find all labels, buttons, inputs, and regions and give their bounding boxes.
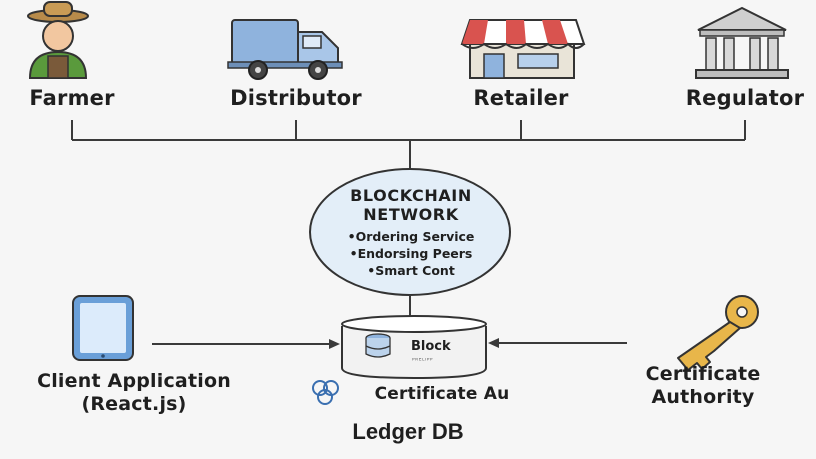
actor-label-retailer: Retailer [473, 86, 569, 110]
farmer-icon [27, 1, 89, 79]
actor-label-farmer: Farmer [29, 86, 115, 110]
truck-icon [227, 19, 343, 80]
certificate-au-label: Certificate Au [374, 384, 510, 404]
network-title-line1: BLOCKCHAIN [350, 186, 472, 205]
network-item-list: Ordering Service Endorsing Peers Smart C… [311, 228, 511, 279]
diagram-caption: Ledger DB [352, 419, 464, 444]
certificate-authority-label: Certificate Authority [646, 363, 761, 409]
blockchain-network: BLOCKCHAIN NETWORK Ordering Service Endo… [311, 172, 511, 298]
key-icon [677, 295, 759, 371]
tablet-icon [72, 295, 134, 361]
network-item: Ordering Service [311, 228, 511, 245]
block-label: Block [411, 339, 451, 354]
block-sublabel: ᴾᴿᴱᴸᴵᴾᴾ [412, 357, 434, 365]
client-to-ledger-arrow [152, 339, 340, 349]
actor-connector-bus [71, 120, 746, 172]
client-app-label: Client Application (React.js) [37, 370, 231, 416]
database-icon [341, 315, 487, 380]
store-icon [460, 19, 586, 79]
bank-icon [695, 6, 789, 79]
network-title-line2: NETWORK [363, 205, 459, 224]
client-app-line1: Client Application [37, 370, 231, 392]
client-app-line2: (React.js) [81, 393, 187, 415]
actor-label-regulator: Regulator [685, 86, 805, 110]
authority-to-ledger-arrow [488, 338, 627, 348]
certificate-icon [312, 380, 339, 405]
network-item: Endorsing Peers [311, 245, 511, 262]
cert-authority-line2: Authority [651, 386, 755, 408]
actor-label-distributor: Distributor [230, 86, 362, 110]
cert-authority-line1: Certificate [645, 363, 761, 385]
block-db-icon [365, 333, 391, 358]
network-item: Smart Cont [311, 262, 511, 279]
